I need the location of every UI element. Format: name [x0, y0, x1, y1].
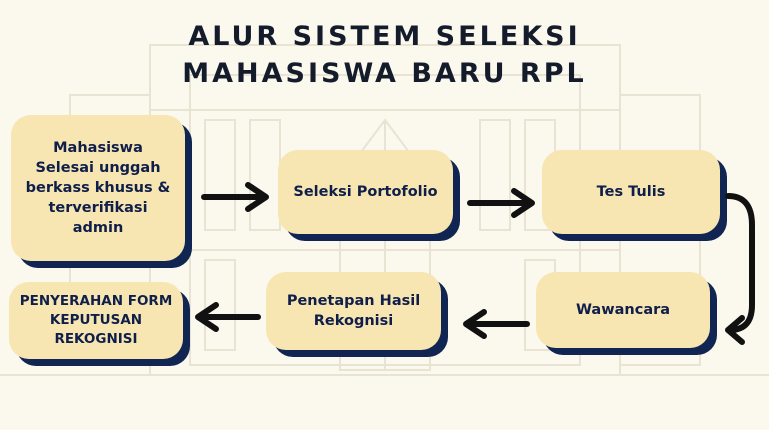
diagram-title: ALUR SISTEM SELEKSI MAHASISWA BARU RPL	[0, 18, 769, 92]
step-box-portfolio: Seleksi Portofolio	[278, 150, 460, 241]
step-box-interview: Wawancara	[536, 272, 717, 355]
step-box-result-determination: Penetapan Hasil Rekognisi	[266, 272, 448, 357]
step-label: Seleksi Portofolio	[278, 150, 453, 234]
step-box-registration: Mahasiswa Selesai unggah berkass khusus …	[11, 115, 192, 268]
step-label: PENYERAHAN FORM KEPUTUSAN REKOGNISI	[9, 282, 183, 359]
title-line-1: ALUR SISTEM SELEKSI	[188, 21, 581, 52]
step-label: Tes Tulis	[542, 150, 720, 234]
step-label: Wawancara	[536, 272, 710, 348]
step-label: Mahasiswa Selesai unggah berkass khusus …	[11, 115, 185, 261]
step-label: Penetapan Hasil Rekognisi	[266, 272, 441, 350]
step-box-written-test: Tes Tulis	[542, 150, 727, 241]
title-line-2: MAHASISWA BARU RPL	[182, 58, 587, 89]
step-box-decision-form: PENYERAHAN FORM KEPUTUSAN REKOGNISI	[9, 282, 190, 366]
